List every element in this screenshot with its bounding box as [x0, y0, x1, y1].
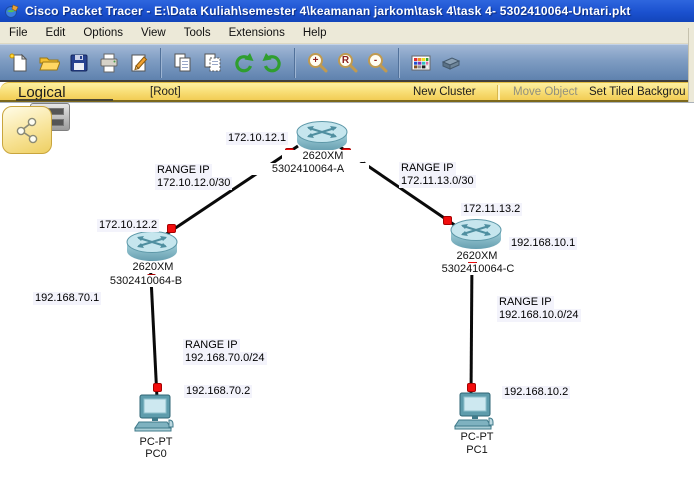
device-model-label: 2620XM: [436, 250, 518, 262]
zoom-reset-icon[interactable]: R: [333, 48, 361, 78]
device-name-label: 5302410064-C: [417, 263, 539, 275]
toolbar-separator: [294, 47, 296, 78]
main-toolbar: + R -: [0, 44, 694, 82]
port-status-dot: [167, 224, 176, 233]
new-file-icon[interactable]: [5, 48, 33, 78]
device-name-label: 5302410064-A: [247, 163, 369, 175]
open-folder-icon[interactable]: [35, 48, 63, 78]
ip-note[interactable]: 172.11.13.2: [461, 203, 523, 216]
color-palette-icon[interactable]: [407, 48, 435, 78]
menu-view[interactable]: View: [141, 26, 166, 39]
menu-options[interactable]: Options: [83, 26, 123, 39]
custom-devices-icon[interactable]: [437, 48, 465, 78]
cluster-navigation-icon[interactable]: [2, 106, 52, 154]
menu-tools[interactable]: Tools: [183, 26, 211, 39]
menu-extensions[interactable]: Extensions: [228, 26, 285, 39]
copy-icon[interactable]: [169, 48, 197, 78]
router-icon: [296, 121, 348, 151]
port-status-dot: [443, 216, 452, 225]
device-pc1[interactable]: [453, 392, 497, 439]
ip-note[interactable]: 192.168.70.1: [33, 292, 102, 305]
device-pc0[interactable]: [133, 394, 177, 441]
cluster-glyph-icon: [16, 117, 38, 144]
activity-wizard-icon[interactable]: [125, 48, 153, 78]
router-icon: [126, 231, 178, 261]
port-status-dot: [153, 383, 162, 392]
workspace-bar-separator: [497, 85, 500, 100]
ip-note[interactable]: 192.168.70.2: [184, 385, 253, 398]
link-routerA-routerB[interactable]: [161, 144, 299, 239]
zoom-out-icon[interactable]: -: [363, 48, 391, 78]
device-model-label: 2620XM: [282, 150, 364, 162]
menu-bar: File Edit Options View Tools Extensions …: [0, 22, 694, 44]
port-status-dot: [467, 383, 476, 392]
zoom-out-symbol: -: [373, 54, 378, 66]
range-ip-note[interactable]: RANGE IP 192.168.10.0/24: [497, 296, 581, 322]
toolbar-separator: [160, 47, 162, 78]
logical-tab-underline: [16, 99, 113, 101]
device-router-a[interactable]: [296, 120, 348, 159]
zoom-in-symbol: +: [312, 54, 319, 66]
device-model-label: PC-PT: [115, 436, 197, 448]
range-ip-note[interactable]: RANGE IP 172.11.13.0/30: [399, 162, 476, 188]
new-cluster-button[interactable]: New Cluster: [413, 86, 476, 98]
range-ip-note[interactable]: RANGE IP 172.10.12.0/30: [155, 164, 233, 190]
workspace-bar: Logical [Root] New Cluster Move Object S…: [0, 82, 694, 102]
pc-icon: [454, 392, 494, 430]
ip-note[interactable]: 192.168.10.1: [509, 237, 578, 250]
menu-help[interactable]: Help: [302, 26, 327, 39]
menu-edit[interactable]: Edit: [45, 26, 66, 39]
device-router-b[interactable]: [126, 230, 178, 269]
title-bar: Cisco Packet Tracer - E:\Data Kuliah\sem…: [0, 0, 694, 22]
app-icon: [5, 4, 19, 18]
undo-icon[interactable]: [229, 48, 257, 78]
device-model-label: PC-PT: [436, 431, 518, 443]
device-name-label: 5302410064-B: [85, 275, 207, 287]
device-name-label: PC0: [115, 448, 197, 460]
save-icon[interactable]: [65, 48, 93, 78]
breadcrumb-root[interactable]: [Root]: [150, 86, 181, 98]
link-routerC-pc1[interactable]: [469, 255, 474, 399]
device-router-c[interactable]: [450, 218, 502, 257]
set-tiled-background-button[interactable]: Set Tiled Backgrou: [589, 86, 686, 98]
device-name-label: PC1: [436, 444, 518, 456]
device-model-label: 2620XM: [112, 261, 194, 273]
pc-icon: [134, 394, 174, 432]
router-icon: [450, 219, 502, 249]
paste-icon[interactable]: [199, 48, 227, 78]
ip-note[interactable]: 172.10.12.1: [226, 132, 289, 145]
redo-icon[interactable]: [259, 48, 287, 78]
print-icon[interactable]: [95, 48, 123, 78]
toolbar-separator: [398, 47, 400, 78]
ip-note[interactable]: 172.10.12.2: [97, 219, 160, 232]
zoom-in-icon[interactable]: +: [303, 48, 331, 78]
window-title: Cisco Packet Tracer - E:\Data Kuliah\sem…: [25, 4, 631, 18]
tab-logical[interactable]: Logical: [18, 84, 66, 101]
zoom-reset-symbol: R: [341, 54, 350, 66]
menu-file[interactable]: File: [9, 26, 28, 39]
window-frame-edge: [688, 28, 694, 102]
range-ip-note[interactable]: RANGE IP 192.168.70.0/24: [183, 339, 267, 365]
ip-note[interactable]: 192.168.10.2: [502, 386, 571, 399]
move-object-button[interactable]: Move Object: [513, 86, 578, 98]
